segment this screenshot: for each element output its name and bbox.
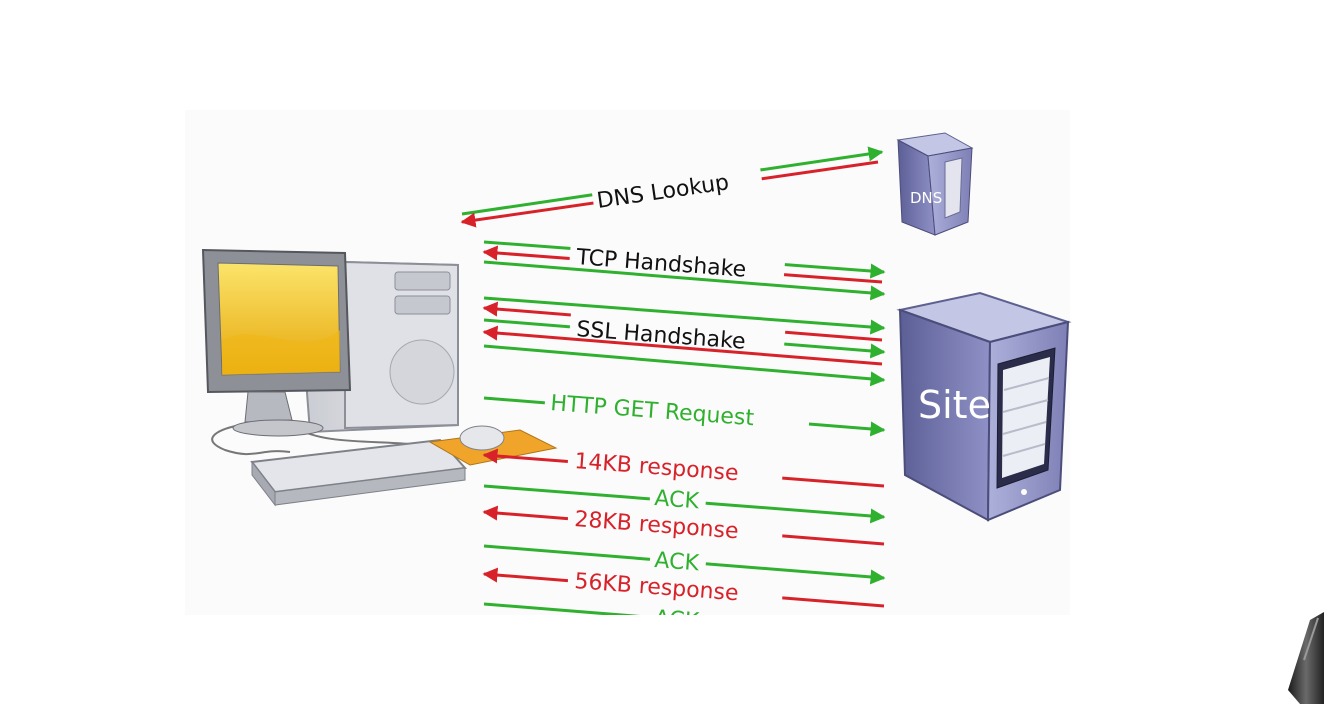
site-server-icon: Site: [896, 291, 1072, 522]
tcp-handshake-step: TCP Handshake: [482, 236, 886, 301]
ssl-handshake-step: SSL Handshake: [482, 296, 886, 387]
dns-server-label: DNS: [910, 189, 942, 207]
ack-3-label: ACK: [654, 606, 701, 634]
ack-2-step: ACK: [483, 544, 886, 585]
desktop-computer-icon: [201, 248, 558, 507]
site-server-label: Site: [918, 383, 991, 427]
ack-3-step: ACK: [483, 602, 707, 634]
microphone-icon: [1288, 612, 1324, 704]
dns-server-icon: DNS: [896, 132, 974, 236]
